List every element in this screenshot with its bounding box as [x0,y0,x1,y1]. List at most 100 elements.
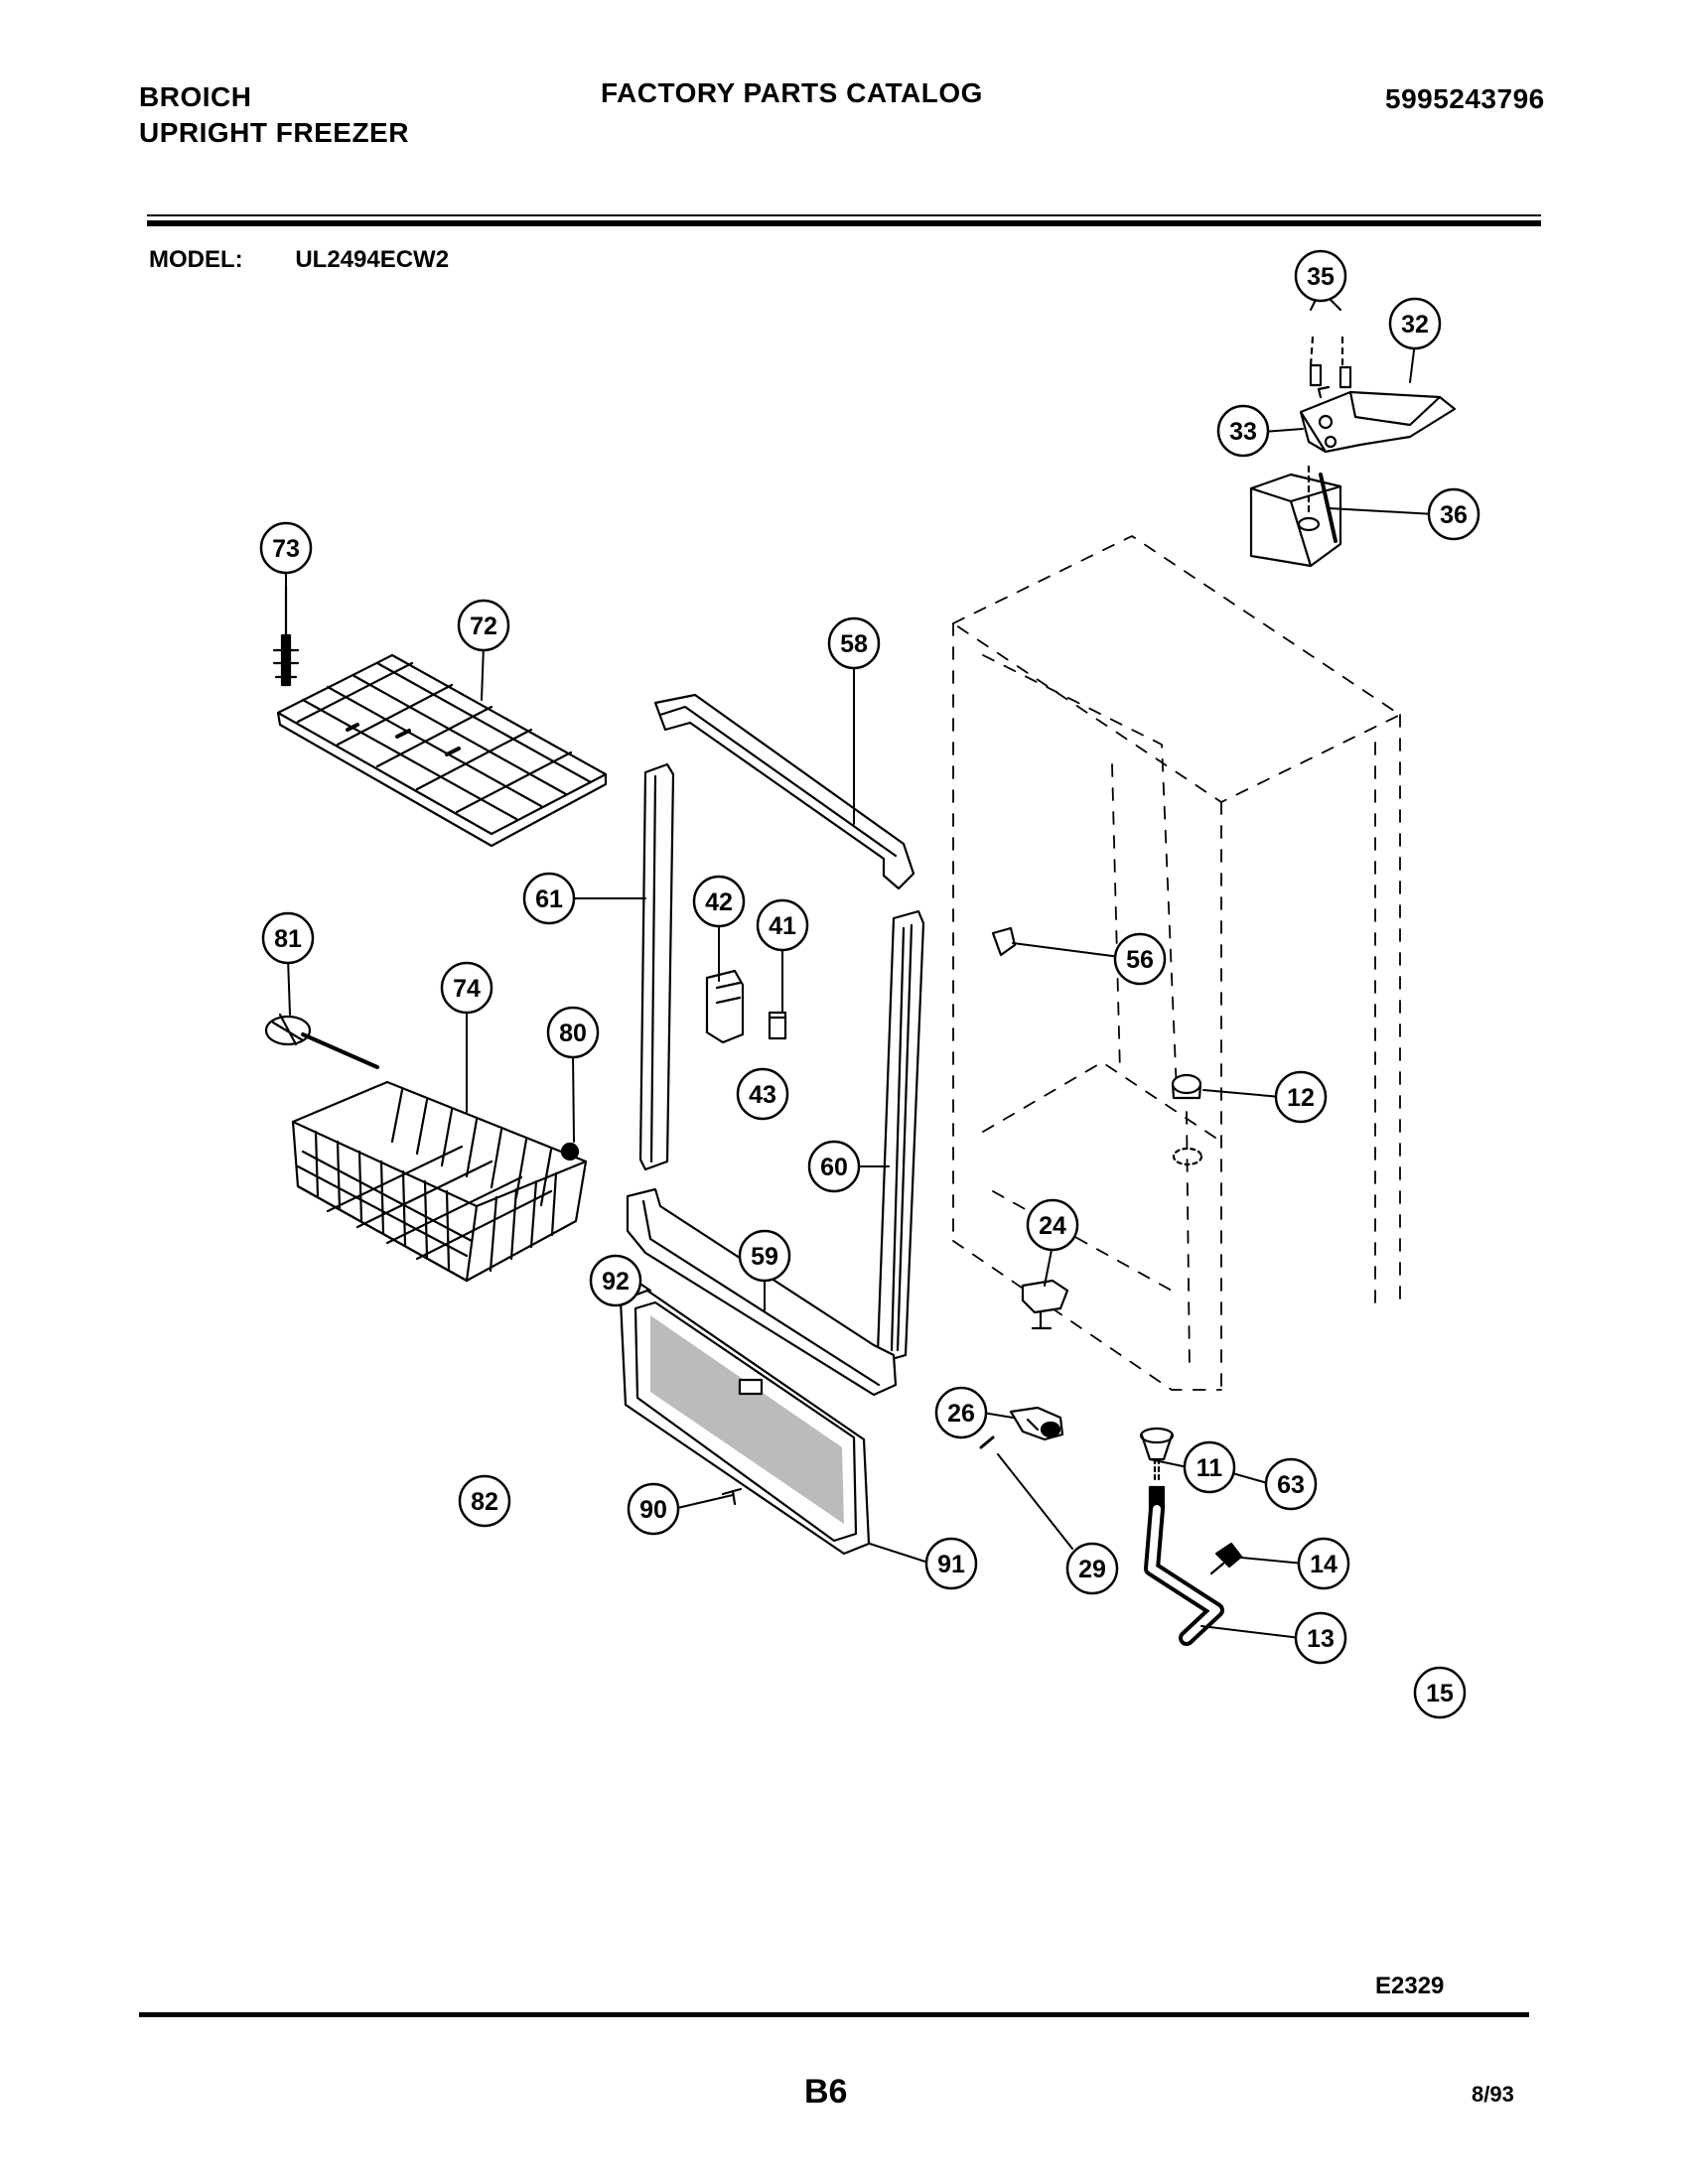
callout-number: 73 [272,535,300,563]
bumper-56-icon [991,926,1017,957]
callout-number: 80 [559,1020,587,1047]
callout-circle [756,898,809,952]
catalog-number: 5995243796 [1385,83,1545,114]
callout-circle [1294,249,1347,303]
callout-circle [1264,1457,1318,1511]
callout-number: 72 [470,613,497,640]
callout-circle [807,1140,861,1193]
callout-circle [1065,1542,1119,1595]
callout-number: 92 [602,1268,630,1296]
callout-circle [738,1229,791,1283]
callout-number: 91 [937,1551,965,1578]
gasket-top-58-icon [653,693,915,890]
callout-58: 58 [827,616,881,670]
callout-74: 74 [440,961,493,1015]
callout-circle [1297,1537,1350,1590]
callout-circle [1274,1070,1328,1124]
callout-63: 63 [1264,1457,1318,1511]
callout-number: 33 [1229,418,1257,446]
callout-61: 61 [522,872,576,925]
callout-circle [1113,932,1167,986]
print-date: 8/93 [1472,2082,1514,2107]
clip-41-icon [768,1011,787,1040]
cabinet-outline [952,535,1401,1391]
screw-90-icon [721,1487,743,1506]
wire-clip-81-icon [264,1013,379,1069]
callout-13: 13 [1294,1611,1347,1665]
callout-circle [627,1482,680,1536]
callout-circle [934,1386,988,1439]
callout-circle [1183,1440,1236,1494]
callout-11: 11 [1183,1440,1236,1494]
callout-73: 73 [259,521,313,575]
callout-number: 42 [705,888,733,916]
pin-29-icon [979,1435,995,1449]
callout-circle [1388,297,1442,350]
callout-circle [522,872,576,925]
callout-circle [1427,487,1480,541]
callout-15: 15 [1413,1666,1467,1719]
callout-29: 29 [1065,1542,1119,1595]
callout-number: 59 [751,1243,778,1271]
top-hinge-icon [1299,363,1457,454]
clip-42-icon [705,969,745,1044]
drain-fitting-11-icon [1139,1427,1175,1511]
header-rule [147,220,1541,226]
drain-hose-13-icon [1144,1501,1224,1646]
kickplate-91-icon [619,1289,871,1556]
callout-number: 14 [1310,1551,1337,1578]
callout-circle [589,1254,642,1307]
model-line: MODEL: UL2494ECW2 [149,246,449,274]
callout-56: 56 [1113,932,1167,986]
gasket-bottom-59-icon [626,1187,898,1397]
callout-number: 82 [471,1488,498,1516]
callout-circle [457,599,510,652]
callout-number: 41 [769,912,796,940]
callout-number: 24 [1039,1212,1066,1240]
callout-circle [259,521,313,575]
plug-80-icon [560,1142,580,1161]
callout-24: 24 [1026,1198,1079,1252]
callout-circle [1026,1198,1079,1252]
callout-81: 81 [261,911,315,965]
callout-circle [546,1006,600,1059]
callout-59: 59 [738,1229,791,1283]
callout-number: 90 [639,1496,667,1524]
hinge-block-icon [1249,465,1342,568]
callout-43: 43 [736,1067,789,1121]
callout-circle [458,1474,511,1528]
callout-circle [924,1537,978,1590]
callout-number: 81 [274,925,302,953]
callout-circle [261,911,315,965]
callout-number: 43 [749,1081,776,1109]
callout-number: 61 [535,886,563,913]
page-number: B6 [804,2073,848,2111]
gasket-right-60-icon [876,909,925,1364]
product-type: UPRIGHT FREEZER [139,117,409,148]
footer-rule [139,2012,1529,2017]
callout-number: 15 [1426,1680,1454,1707]
callout-circle [1216,404,1270,458]
callout-number: 56 [1126,946,1154,974]
callout-circle [440,961,493,1015]
callout-number: 29 [1078,1556,1106,1583]
hinge-screws-leader [1309,336,1344,369]
drawing-code: E2329 [1375,1973,1445,1999]
model-label: MODEL: [149,246,243,273]
callout-circle [827,616,881,670]
callout-92: 92 [589,1254,642,1307]
callout-number: 36 [1440,501,1468,529]
callout-82: 82 [458,1474,511,1528]
callout-number: 13 [1307,1625,1335,1653]
plug-12-icon [1171,1073,1203,1166]
shelf-72-icon [276,653,608,848]
callout-number: 63 [1277,1471,1305,1499]
leg-24-icon [1021,1279,1069,1330]
callout-35: 35 [1294,249,1347,303]
callout-number: 32 [1401,311,1429,339]
callout-36: 36 [1427,487,1480,541]
callout-72: 72 [457,599,510,652]
callout-number: 60 [820,1154,848,1181]
screw-73-icon [272,584,300,687]
